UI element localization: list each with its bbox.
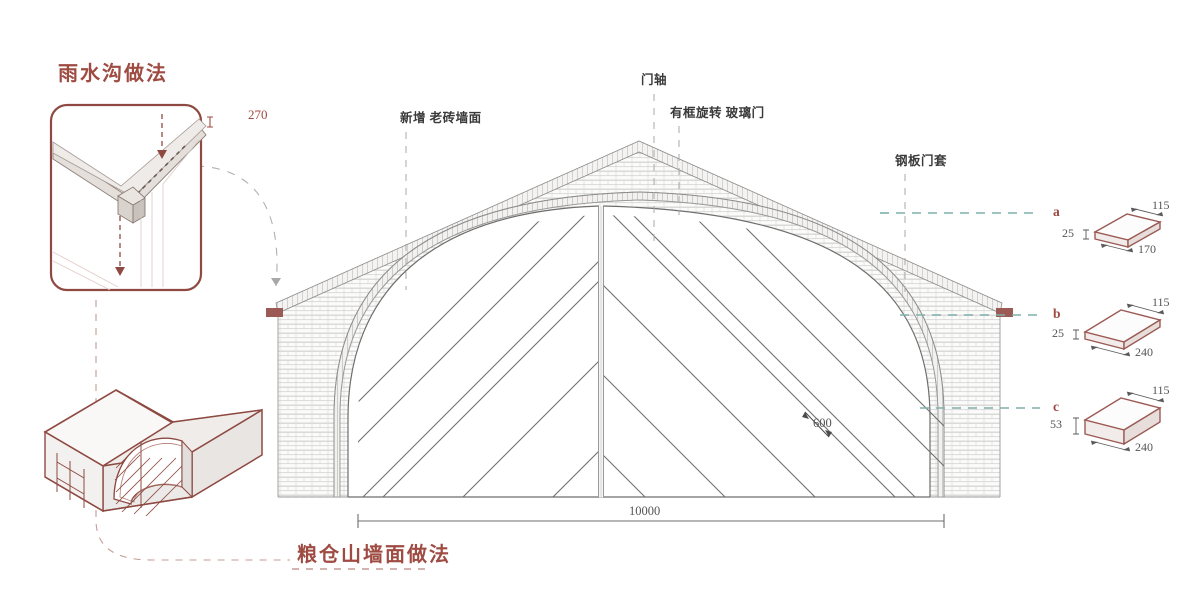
detail-callout-connector	[195, 165, 278, 287]
brick-c-width: 115	[1152, 383, 1170, 397]
annotation-door-axis: 门轴	[641, 73, 668, 87]
callout-arrow-head	[271, 278, 281, 286]
eave-marker-right	[996, 308, 1013, 317]
level-guides	[880, 212, 1040, 409]
door-leaf-left[interactable]	[150, 20, 1000, 600]
guide-label-a: a	[1053, 204, 1060, 219]
detail-panel-title: 雨水沟做法	[58, 63, 168, 85]
brick-detail-c	[1073, 391, 1165, 452]
arch-band	[333, 191, 945, 498]
dimension-600: 600	[813, 416, 832, 430]
brick-c-length: 240	[1135, 440, 1153, 454]
brick-b-width: 115	[1152, 295, 1170, 309]
annotation-steel-plate-door-jamb: 钢板门套	[895, 154, 948, 168]
brick-b-length: 240	[1135, 345, 1153, 359]
annotation-leaders	[405, 94, 906, 292]
detail-dimension-tick	[207, 116, 213, 128]
main-title: 粮仓山墙面做法	[297, 544, 451, 566]
brick-detail-a	[1083, 207, 1164, 253]
isometric-building	[43, 389, 263, 517]
dimension-10000: 10000	[629, 504, 661, 518]
annotation-framed-rotating-glass-door: 有框旋转 玻璃门	[670, 106, 765, 120]
brick-detail-b	[1073, 303, 1165, 357]
title-connector	[95, 300, 290, 561]
span-dimension-line	[357, 514, 945, 528]
door-axis-mullion	[598, 206, 604, 497]
annotation-new-old-brick-wall: 新增 老砖墙面	[400, 111, 482, 125]
eave-marker-left	[266, 308, 283, 317]
brick-a-length: 170	[1138, 242, 1156, 256]
pattern-dimension-600	[802, 411, 832, 438]
guide-label-b: b	[1053, 306, 1061, 321]
detail-panel-gutter	[49, 103, 213, 292]
detail-dimension-270: 270	[248, 107, 268, 122]
brick-b-thickness: 25	[1052, 326, 1064, 340]
guide-label-c: c	[1053, 399, 1059, 414]
brick-c-thickness: 53	[1050, 417, 1062, 431]
brick-a-width: 115	[1152, 198, 1170, 212]
brick-a-thickness: 25	[1062, 226, 1074, 240]
